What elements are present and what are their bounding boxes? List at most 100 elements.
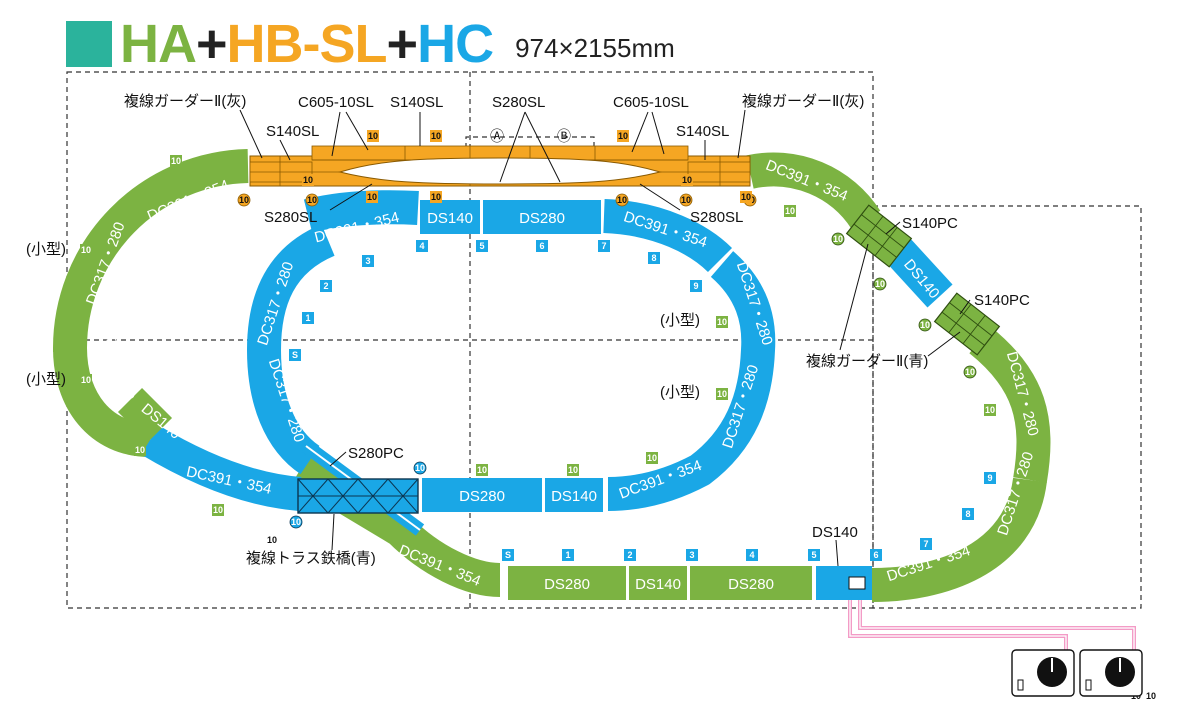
label-truss-blue: 複線トラス鉄橋(青) [246, 550, 376, 567]
svg-text:10: 10 [618, 131, 628, 141]
power-controller-2[interactable] [1079, 649, 1143, 697]
svg-text:S: S [505, 550, 511, 560]
blue-circle-badges: 10 10 [289, 461, 427, 529]
badge-r-7: 7 [920, 538, 932, 550]
badge-blue-2: 2 [320, 280, 332, 292]
green-curve-left-top [53, 149, 249, 352]
badge-o12: 10 [681, 174, 693, 186]
blue-curve-inner-tl [247, 224, 336, 351]
title-bar: HA + HB-SL + HC 974×2155mm [66, 14, 675, 74]
badge-g11: 10 [646, 452, 658, 464]
power-controller-1[interactable] [1011, 649, 1075, 697]
svg-text:10: 10 [617, 195, 627, 205]
label-marker-a: Ⓐ [490, 128, 504, 144]
badge-bot-2: 2 [624, 549, 636, 561]
badge-bot-5: 5 [808, 549, 820, 561]
green-curve-top-right [746, 152, 881, 230]
blue-curve-inner-r [607, 251, 776, 511]
blue-badges: S 1 2 3 4 5 6 7 8 9 S 1 2 3 4 5 6 7 8 9 [289, 240, 996, 561]
label-ds140-connector: DS140 [812, 524, 858, 541]
svg-text:10: 10 [81, 245, 91, 255]
svg-text:5: 5 [479, 241, 484, 251]
label-small-2: (小型) [26, 371, 66, 388]
blue-curve-inner-bl [247, 349, 321, 475]
label-s140sl-right: S140SL [676, 123, 729, 140]
badge-g9: 10 [476, 464, 488, 476]
title-swatch [66, 21, 112, 67]
label-b-ds280-ib: DS280 [459, 488, 505, 505]
label-b-ds140-top: DS140 [427, 210, 473, 227]
blue-ds280-top [483, 200, 601, 234]
badge-o7: 10 [430, 130, 442, 142]
badge-g10: 10 [567, 464, 579, 476]
svg-text:5: 5 [811, 550, 816, 560]
svg-text:10: 10 [239, 195, 249, 205]
ab-bracket [465, 136, 595, 148]
badge-blue-s-inner: S [289, 349, 301, 361]
badge-blue-8: 8 [648, 252, 660, 264]
svg-text:10: 10 [681, 195, 691, 205]
green-loop [53, 149, 1051, 602]
badge-bot-s: S [502, 549, 514, 561]
badge-r-9: 9 [984, 472, 996, 484]
svg-text:10: 10 [647, 453, 657, 463]
cable-1 [848, 598, 1068, 652]
svg-text:10: 10 [267, 535, 277, 545]
svg-text:S: S [292, 350, 298, 360]
girder-right-2 [933, 292, 1001, 356]
badge-bot-4: 4 [746, 549, 758, 561]
badge-blue-9: 9 [690, 280, 702, 292]
blue-ds280-inner [422, 478, 542, 512]
badge-r-8: 8 [962, 508, 974, 520]
label-c605-right: C605-10SL [613, 94, 689, 111]
badge-g15: 10 [1145, 690, 1157, 702]
svg-text:10: 10 [965, 367, 975, 377]
svg-text:10: 10 [171, 156, 181, 166]
svg-text:2: 2 [323, 281, 328, 291]
badge-g8: 10 [716, 388, 728, 400]
track-labels: DC391・354 DC391・354 DC317・280 DC317・280 … [83, 157, 1042, 593]
blue-curve-inner-tr [603, 199, 733, 273]
label-s140pc-2: S140PC [974, 292, 1030, 309]
label-s140pc-1: S140PC [902, 215, 958, 232]
green-circle-badges: 10 10 10 10 [831, 232, 977, 379]
svg-text:10: 10 [717, 389, 727, 399]
green-curve-bottom-left [291, 455, 501, 597]
controller-1-switch-icon[interactable] [1017, 679, 1024, 691]
controller-2-switch-icon[interactable] [1085, 679, 1092, 691]
badge-g7: 10 [716, 316, 728, 328]
label-g-ds140-b: DS140 [635, 576, 681, 593]
label-b-ds280-top: DS280 [519, 210, 565, 227]
badge-o5: 10 [615, 193, 629, 207]
power-feeder-icon [848, 576, 866, 590]
svg-text:4: 4 [419, 241, 424, 251]
blue-ds140-inner [545, 478, 603, 512]
green-ds140 [629, 566, 687, 600]
badge-o11: 10 [302, 174, 314, 186]
svg-text:9: 9 [693, 281, 698, 291]
label-g-ds280-b2: DS280 [728, 576, 774, 593]
green-curve-right-1 [969, 326, 1051, 483]
label-c605-left: C605-10SL [298, 94, 374, 111]
green-ds280-2 [690, 566, 812, 600]
title-part-b: HB-SL [226, 14, 388, 74]
label-b-ds140-ib: DS140 [551, 488, 597, 505]
svg-text:2: 2 [627, 550, 632, 560]
svg-text:10: 10 [81, 375, 91, 385]
svg-text:3: 3 [365, 256, 370, 266]
svg-text:6: 6 [873, 550, 878, 560]
badge-bc2: 10 [289, 515, 303, 529]
badge-g5: 10 [212, 504, 224, 516]
label-small-3: (小型) [660, 312, 700, 329]
badge-o10: 10 [430, 191, 442, 203]
badge-gc3: 10 [918, 318, 932, 332]
title-dimension: 974×2155mm [515, 32, 675, 63]
badge-o2: 10 [305, 193, 319, 207]
svg-text:10: 10 [415, 463, 425, 473]
svg-text:1: 1 [565, 550, 570, 560]
badge-g4: 10 [134, 444, 146, 456]
badge-g13: 10 [266, 534, 278, 546]
label-g-ds280-b1: DS280 [544, 576, 590, 593]
